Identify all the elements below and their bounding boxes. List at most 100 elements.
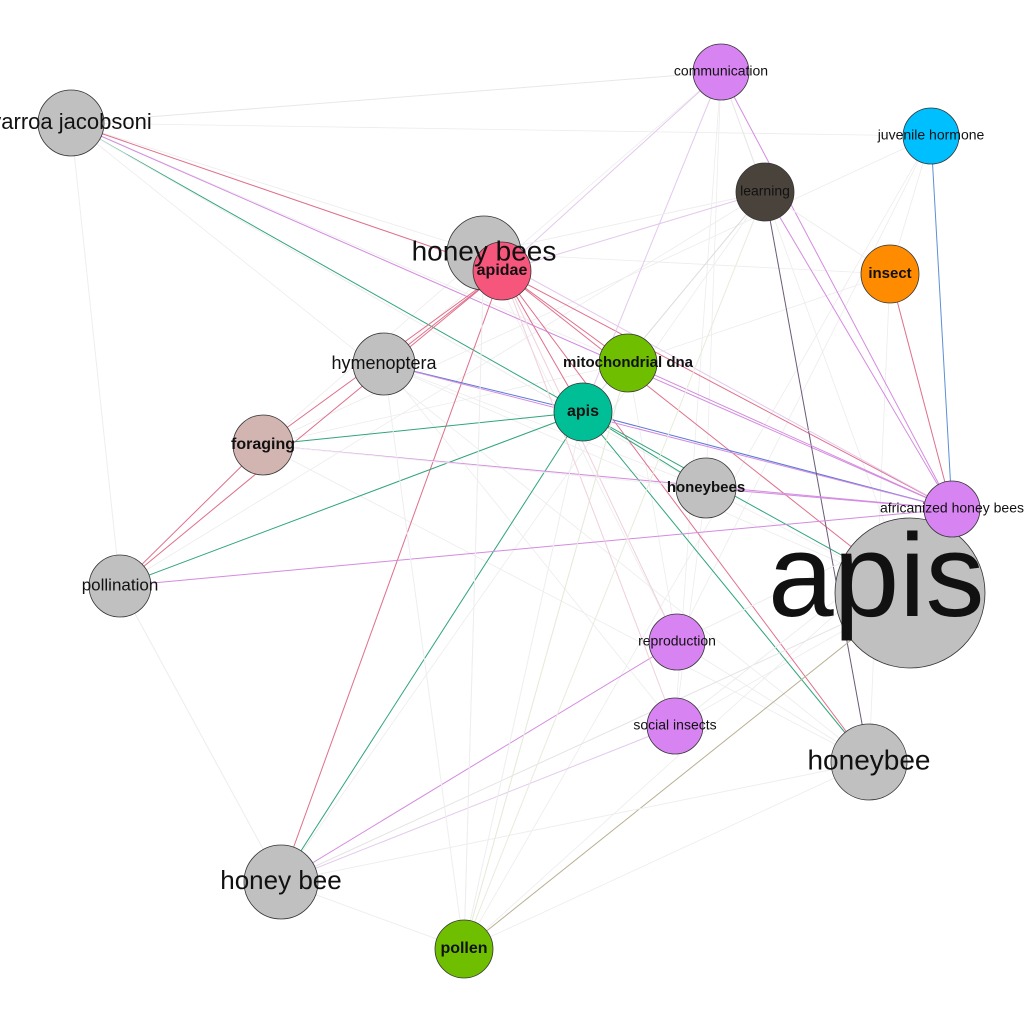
faint-edge-honeybee-pollen [463,761,870,950]
edge-pollen-hymenoptera [383,363,465,950]
node-label-honey-bees: honey bees [412,235,557,266]
edge-learning-apidae [501,191,766,272]
faint-edge-insect-honeybee [868,273,891,763]
faint-edge-honey_bees-varroa [70,122,485,254]
node-label-social-insects: social insects [633,717,716,733]
edge-foraging-pollination [119,444,264,587]
node-apidae[interactable] [472,241,532,301]
edge-pollen-learning [463,191,766,950]
node-honey-bee[interactable] [243,844,319,920]
edge-varroa-communication [70,71,722,124]
edge-learning-honeybee [764,191,870,763]
edge-juvenile_hormone-africanized [930,135,953,510]
node-label-mitochondrial-dna: mitochondrial dna [563,354,694,371]
node-honeybee[interactable] [830,723,908,801]
edge-communication-apidae [501,71,722,272]
edge-apidae-apis_mellifera [501,270,911,594]
edge-apis-foraging [262,411,584,446]
edge-social_insects-honey_bee [280,725,676,883]
edge-apis_mellifera-honey_bee [280,592,911,883]
edge-apidae-africanized [501,270,953,510]
edge-honeybees-africanized [705,487,953,510]
node-label-apis: apis [567,403,599,420]
faint-edge-juvenile_hormone-pollen [463,135,932,950]
node-apis-mellifera[interactable] [834,517,986,669]
edge-varroa-apidae [70,122,503,272]
edge-apidae-social_insects [501,270,676,727]
faint-edge-communication-honeybees [705,71,722,489]
faint-edge-foraging-honeybee [262,444,870,763]
node-foraging[interactable] [232,414,294,476]
node-label-africanized: africanized honey bees [880,500,1024,516]
node-label-communication: communication [674,63,768,79]
node-label-foraging: foraging [231,436,295,453]
node-pollination[interactable] [88,554,152,618]
edge-apidae-pollination [119,270,503,587]
faint-edge-hymenoptera-social_insects [383,363,676,727]
node-label-pollen: pollen [440,940,487,957]
faint-edge-varroa-juvenile_hormone [70,122,932,137]
node-honeybees[interactable] [675,457,737,519]
faint-edge-mitochondrial_dna-foraging [262,362,629,446]
faint-edge-juvenile_hormone-reproduction [676,135,932,643]
faint-edge-insect-mitochondrial_dna [627,273,891,364]
edge-varroa-apis [70,122,584,413]
node-varroa[interactable] [37,89,105,157]
edge-reproduction-honey_bee [280,641,678,883]
node-mitochondrial-dna[interactable] [598,333,658,393]
edge-apis_mellifera-pollen [463,592,911,950]
node-label-hymenoptera: hymenoptera [331,353,437,373]
edge-apis-honey_bee [280,411,584,883]
faint-edge-learning-pollination [119,191,766,587]
edge-mitochondrial_dna-pollen [463,362,629,950]
edge-varroa-africanized [70,122,953,510]
node-africanized[interactable] [923,480,981,538]
node-label-pollination: pollination [82,575,159,594]
edge-honey_bees-pollen [463,252,485,950]
edge-honeybee-honey_bee [280,761,870,883]
node-insect[interactable] [860,244,920,304]
edge-varroa-pollination [70,122,121,587]
edge-foraging-honeybees [262,444,707,489]
edge-insect-africanized [889,273,953,510]
edge-apis-honeybee [582,411,870,763]
node-label-reproduction: reproduction [638,633,716,649]
node-communication[interactable] [692,43,750,101]
edge-apidae-reproduction [501,270,678,643]
edge-mitochondrial_dna-africanized [627,362,953,510]
node-label-varroa: varroa jacobsoni [0,109,152,134]
edge-pollination-africanized [119,508,953,587]
edge-honey_bees-africanized [483,252,953,510]
node-label-apis-mellifera: apis mellifera [768,510,1024,642]
edge-apidae-honeybee [501,270,870,763]
edge-apidae-honey_bee [280,270,503,883]
node-hymenoptera[interactable] [352,332,416,396]
node-label-honeybees: honeybees [667,479,745,496]
node-pollen[interactable] [434,919,494,979]
node-label-apidae: apidae [477,262,528,279]
edge-apis-pollen [463,411,584,950]
edge-varroa-honeybees [70,122,707,489]
faint-edge-honeybees-social_insects [674,487,707,727]
node-label-honeybee: honeybee [807,744,930,775]
edge-communication-africanized [720,71,953,510]
node-label-insect: insect [868,265,911,282]
node-social-insects[interactable] [646,697,704,755]
faint-edge-varroa-honeybee [70,122,870,763]
faint-edge-varroa-mitochondrial_dna [70,122,629,364]
node-label-juvenile-hormone: juvenile hormone [877,127,985,143]
edge-honey_bees-learning [483,191,766,254]
node-juvenile-hormone[interactable] [902,107,960,165]
node-reproduction[interactable] [648,613,706,671]
node-label-learning: learning [740,183,790,199]
graph-edges [70,71,953,950]
node-learning[interactable] [735,162,795,222]
edge-learning-africanized [764,191,953,510]
faint-edge-apis_mellifera-hymenoptera [383,363,911,594]
node-apis[interactable] [553,382,613,442]
faint-edge-communication-hymenoptera [383,71,722,365]
faint-edge-mitochondrial_dna-reproduction [627,362,678,643]
edge-pollination-honey_bee [119,585,282,883]
